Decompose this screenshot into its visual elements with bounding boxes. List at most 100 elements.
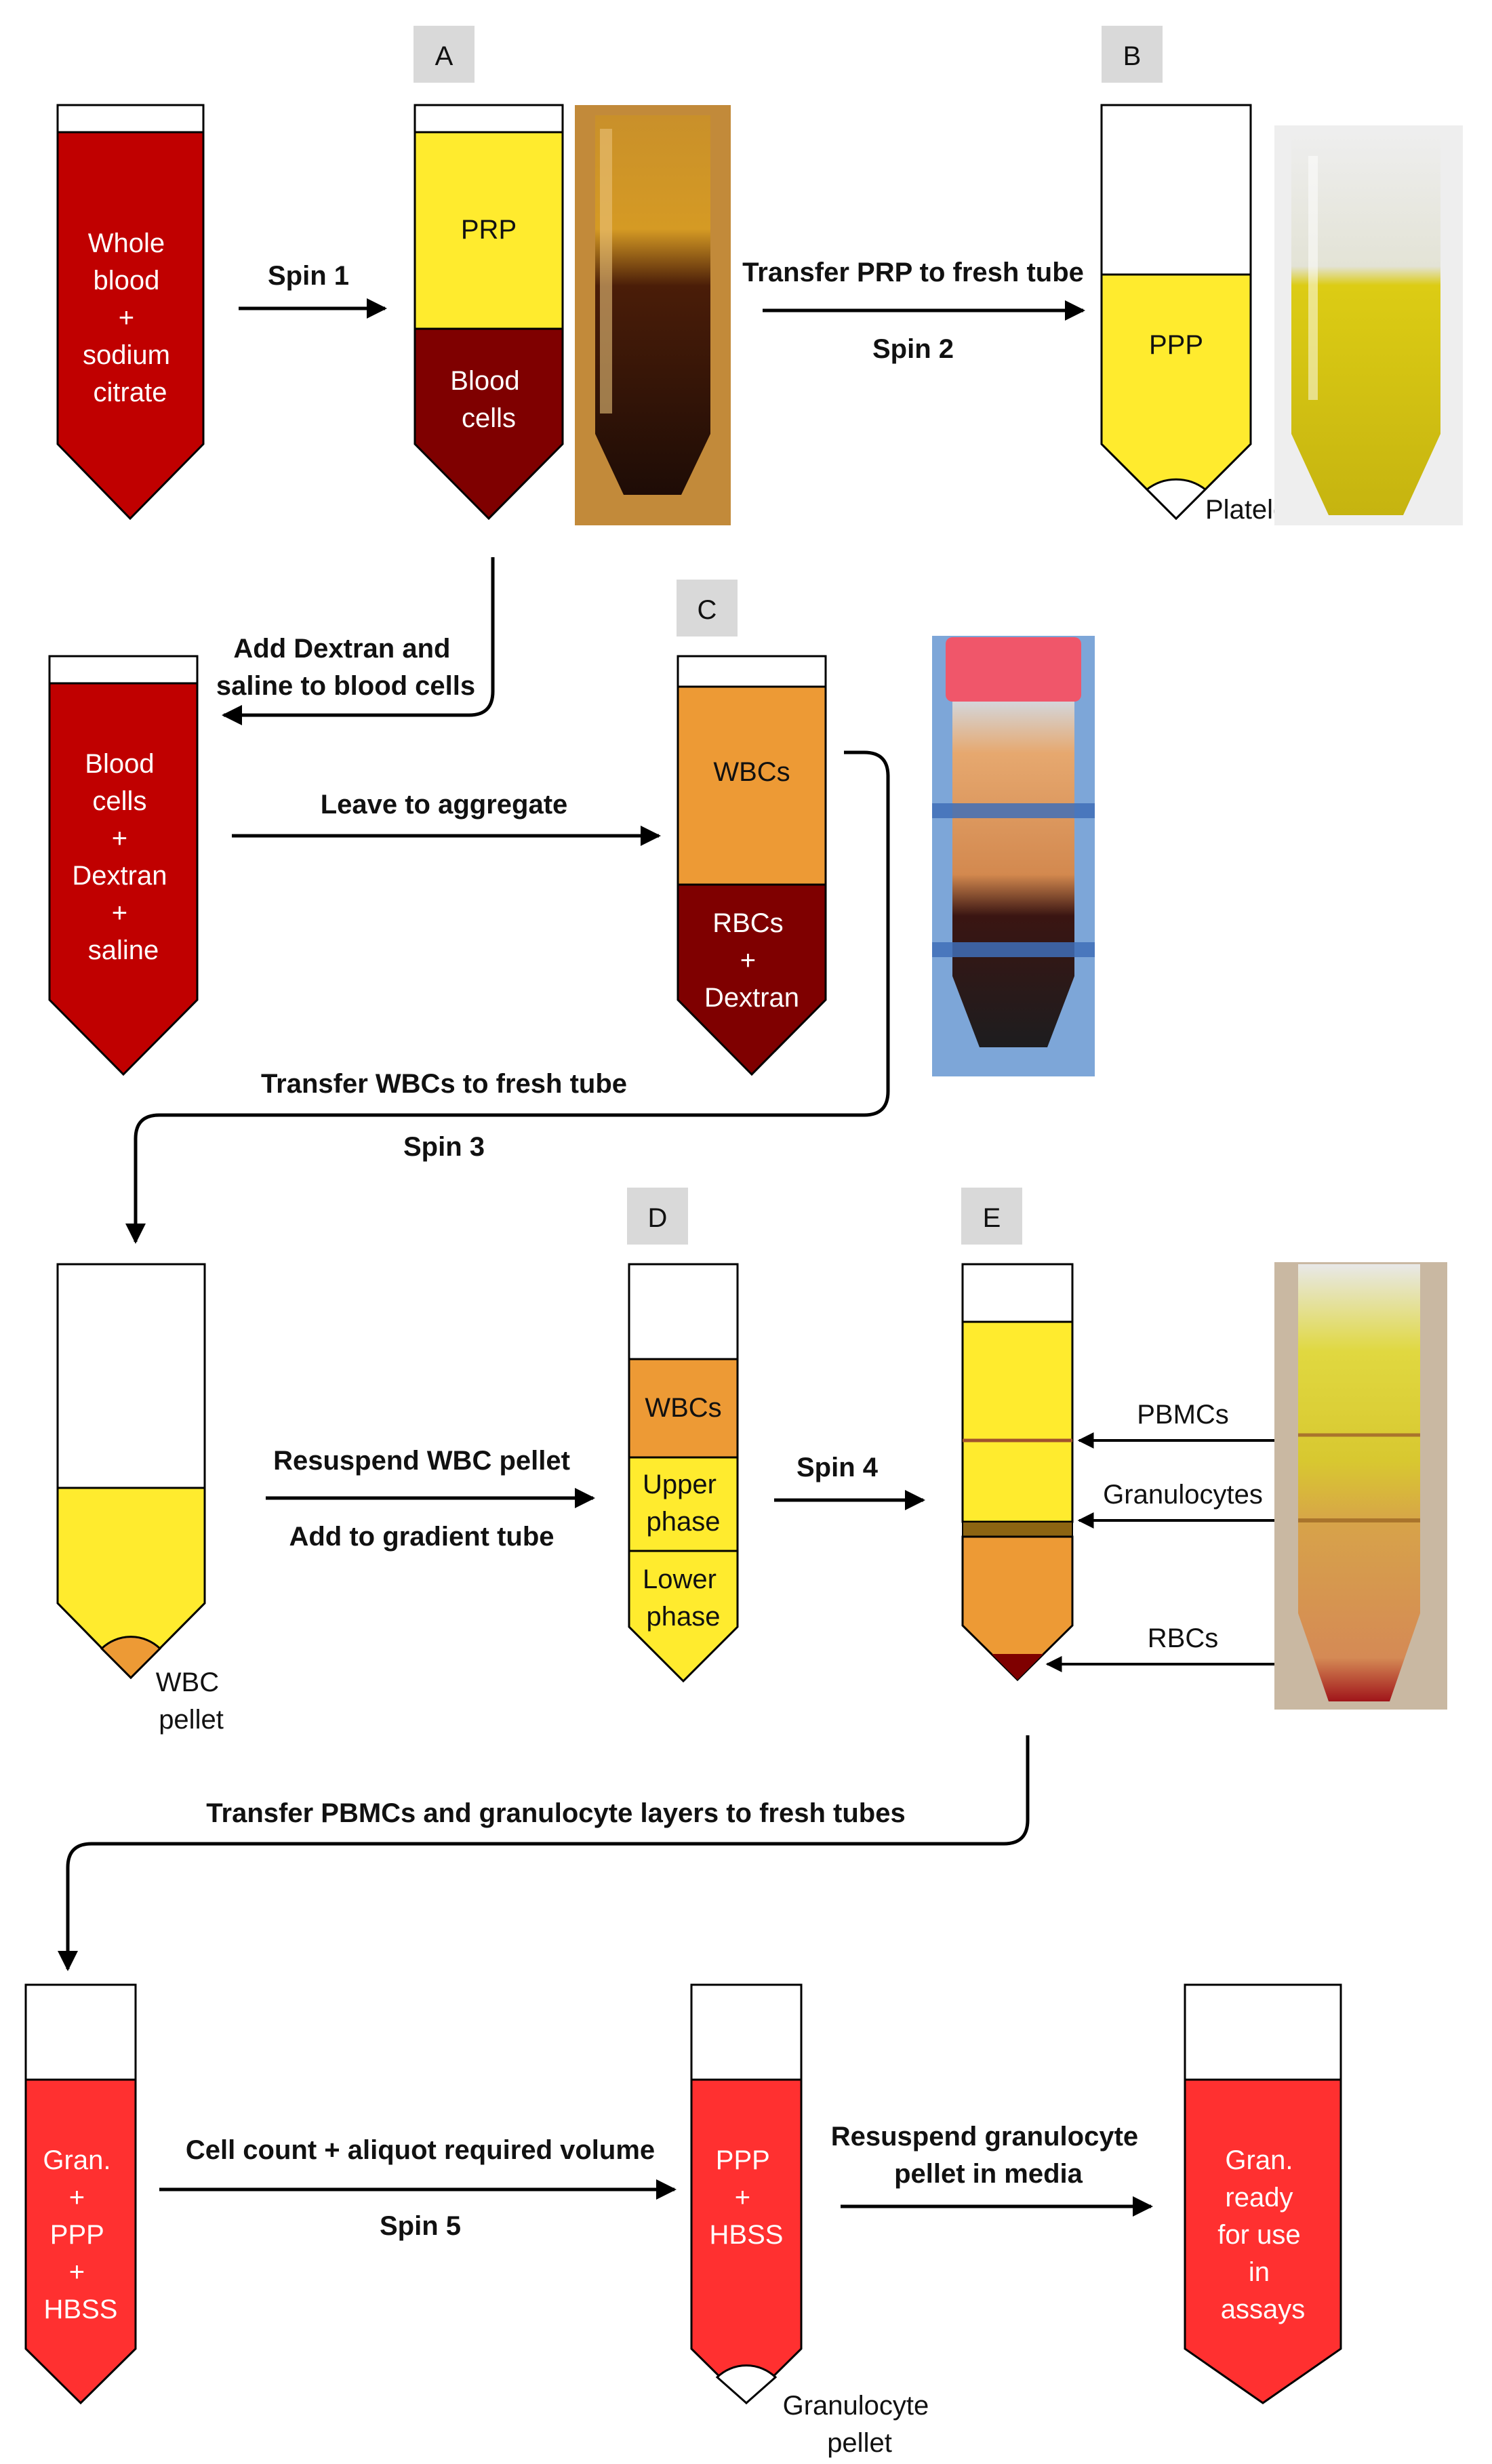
tube-c: WBCs RBCs + Dextran (677, 655, 827, 1076)
photo-tube-b (1274, 125, 1463, 525)
panel-e-label: E (983, 1203, 1001, 1233)
label-line: in (1249, 2257, 1270, 2287)
label-line: Blood (85, 749, 154, 779)
tube-blood-dextran: Blood cells + Dextran + saline (48, 655, 199, 1076)
label-line: pellet (827, 2428, 892, 2458)
label-line: phase (647, 1507, 721, 1537)
label-line: Add Dextran and (233, 634, 450, 664)
rbcs-dextran-label: RBCs + Dextran (704, 908, 799, 1013)
panel-c-box (677, 580, 738, 637)
label-line: + (69, 2183, 85, 2213)
panel-d-box (627, 1188, 688, 1245)
photo-tube-e (1274, 1262, 1447, 1710)
wbcs-label-c: WBCs (713, 757, 790, 787)
tube-a: PRP Blood cells (414, 104, 564, 521)
gran-mix-label: Gran. + PPP + HBSS (43, 2145, 118, 2324)
blood-cells-label: Blood cells (450, 366, 527, 433)
label-line: phase (647, 1602, 721, 1632)
label-line: Dextran (72, 861, 167, 891)
granulocytes-label: Granulocytes (1103, 1480, 1263, 1510)
label-line: PPP (716, 2145, 769, 2175)
label-line: ready (1225, 2183, 1293, 2213)
label-line: cells (92, 786, 146, 816)
spin4-label: Spin 4 (797, 1453, 879, 1482)
label-line: cells (462, 403, 516, 433)
label-line: blood (94, 266, 160, 296)
rbcs-label: RBCs (1148, 1623, 1218, 1653)
gran-ready-label: Gran. ready for use in assays (1217, 2145, 1308, 2324)
blood-dextran-label: Blood cells + Dextran + saline (72, 749, 174, 965)
label-line: Gran. (1225, 2145, 1293, 2175)
transfer-wbcs-arrow (125, 750, 890, 1244)
label-line: + (119, 303, 134, 333)
panel-c-label: C (698, 595, 717, 625)
tube-whole-blood-label: Whole blood + sodium citrate (83, 228, 178, 407)
panel-b-box (1102, 26, 1163, 83)
label-line: pellet in media (894, 2159, 1083, 2189)
label-line: sodium (83, 340, 170, 370)
label-line: WBC (156, 1668, 219, 1697)
pbmcs-label: PBMCs (1137, 1400, 1229, 1430)
spin2-label: Spin 2 (872, 334, 954, 364)
label-line: RBCs (712, 908, 783, 938)
label-line: HBSS (710, 2220, 784, 2250)
spin1-label: Spin 1 (268, 261, 349, 291)
label-line: assays (1221, 2295, 1306, 2324)
lower-phase-label: Lower phase (643, 1564, 724, 1632)
platelet-pellet (1145, 478, 1207, 521)
label-line: saline to blood cells (216, 671, 475, 701)
label-line: Whole (88, 228, 165, 258)
panel-b-label: B (1123, 41, 1142, 71)
transfer-layers-arrow (58, 1735, 1030, 1971)
spin3-label: Spin 3 (403, 1132, 485, 1162)
panel-d-label: D (648, 1203, 668, 1233)
upper-phase-label: Upper phase (643, 1470, 724, 1537)
label-line: Dextran (704, 983, 799, 1013)
wbc-pellet (100, 1636, 162, 1680)
label-line: PPP (50, 2220, 104, 2250)
transfer-prp-label: Transfer PRP to fresh tube (742, 258, 1084, 287)
tube-whole-blood: Whole blood + sodium citrate (56, 104, 205, 521)
panel-a-box (414, 26, 475, 83)
label-line: + (735, 2183, 750, 2213)
leave-label: Leave to aggregate (321, 790, 568, 820)
label-line: Resuspend granulocyte (831, 2122, 1138, 2152)
ppp-label: PPP (1149, 330, 1203, 360)
label-line: Granulocyte (783, 2391, 929, 2421)
resuspend-gran-label: Resuspend granulocyte pellet in media (831, 2122, 1146, 2189)
label-line: + (69, 2257, 85, 2287)
label-line: saline (88, 935, 159, 965)
tube-gran-mix: Gran. + PPP + HBSS (24, 1983, 137, 2405)
tube-d: WBCs Upper phase Lower phase (628, 1263, 739, 1683)
add-dextran-arrow (222, 557, 495, 725)
label-line: pellet (159, 1705, 224, 1735)
photo-tube-c (932, 636, 1095, 1076)
tube-e (961, 1263, 1074, 1682)
transfer-layers-label: Transfer PBMCs and granulocyte layers to… (206, 1798, 905, 1828)
ppp-hbss-label: PPP + HBSS (710, 2145, 784, 2250)
photo-tube-a (575, 105, 731, 525)
add-gradient-label: Add to gradient tube (289, 1522, 554, 1552)
granulocyte-band (962, 1521, 1073, 1537)
wbcs-label-d: WBCs (645, 1393, 721, 1423)
panel-a-label: A (435, 41, 453, 71)
spin5-label: Spin 5 (380, 2211, 461, 2241)
label-line: Gran. (43, 2145, 110, 2175)
label-line: Lower (643, 1564, 717, 1594)
add-dextran-label: Add Dextran and saline to blood cells (216, 634, 475, 701)
label-line: Blood (450, 366, 519, 396)
label-line: + (112, 898, 127, 928)
label-line: HBSS (44, 2295, 118, 2324)
label-line: citrate (94, 378, 167, 407)
label-line: for use (1217, 2220, 1300, 2250)
cell-count-label: Cell count + aliquot required volume (186, 2135, 655, 2165)
wbc-pellet-label: WBC pellet (156, 1668, 226, 1735)
resuspend-label: Resuspend WBC pellet (273, 1446, 570, 1476)
tube-wbc-pellet (56, 1263, 206, 1680)
tube-ppp-hbss: PPP + HBSS (690, 1983, 803, 2405)
prp-label: PRP (461, 215, 517, 245)
granulocyte-pellet-label: Granulocyte pellet (783, 2391, 937, 2458)
label-line: + (740, 946, 756, 975)
tube-gran-ready: Gran. ready for use in assays (1184, 1983, 1342, 2404)
granulocyte-pellet (715, 2364, 778, 2405)
